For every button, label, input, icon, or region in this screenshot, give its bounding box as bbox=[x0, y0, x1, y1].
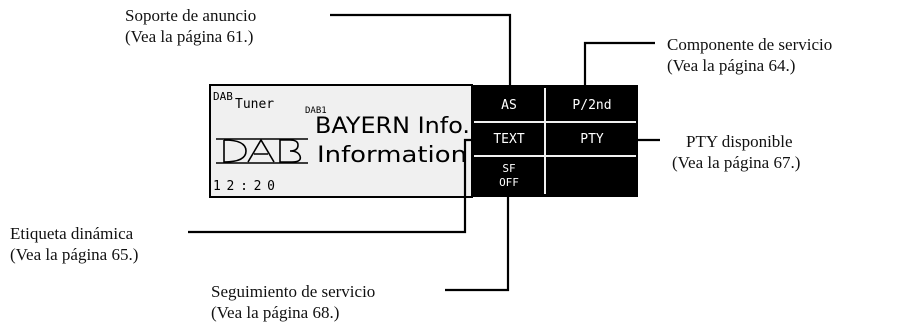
callout-componente: Componente de servicio (Vea la página 64… bbox=[667, 34, 832, 76]
dab-logo bbox=[216, 138, 308, 164]
label-text: Information bbox=[317, 143, 467, 168]
button-as[interactable]: AS bbox=[501, 98, 517, 113]
clock: 12:20 bbox=[213, 179, 275, 194]
callout-componente-ref: (Vea la página 64.) bbox=[667, 56, 796, 75]
channel-label: DAB1 bbox=[305, 106, 327, 116]
callout-seguimiento: Seguimiento de servicio (Vea la página 6… bbox=[211, 281, 375, 323]
callout-componente-title: Componente de servicio bbox=[667, 35, 833, 54]
tuner-label: Tuner bbox=[235, 97, 274, 112]
callout-soporte: Soporte de anuncio (Vea la página 61.) bbox=[125, 5, 256, 47]
callout-seguimiento-title: Seguimiento de servicio bbox=[211, 282, 376, 301]
button-grid bbox=[472, 85, 638, 197]
leader-seguimiento bbox=[445, 188, 510, 292]
leader-soporte bbox=[330, 13, 512, 95]
callout-pty-title: PTY disponible bbox=[686, 132, 793, 151]
callout-pty-ref: (Vea la página 67.) bbox=[672, 153, 801, 172]
callout-etiqueta-title: Etiqueta dinámica bbox=[10, 224, 134, 243]
leader-componente bbox=[583, 41, 655, 95]
callout-pty: PTY disponible (Vea la página 67.) bbox=[672, 131, 800, 173]
callout-soporte-ref: (Vea la página 61.) bbox=[125, 27, 254, 46]
service-name: BAYERN Info. bbox=[315, 114, 470, 139]
leader-lines bbox=[188, 13, 660, 292]
callout-seguimiento-ref: (Vea la página 68.) bbox=[211, 303, 340, 322]
button-sf-line2[interactable]: OFF bbox=[499, 176, 519, 189]
button-text[interactable]: TEXT bbox=[493, 132, 524, 147]
callout-etiqueta-ref: (Vea la página 65.) bbox=[10, 245, 139, 264]
lcd-panel bbox=[209, 84, 473, 198]
leader-etiqueta bbox=[188, 138, 480, 234]
callout-etiqueta: Etiqueta dinámica (Vea la página 65.) bbox=[10, 223, 138, 265]
button-p2nd[interactable]: P/2nd bbox=[572, 98, 611, 113]
button-pty[interactable]: PTY bbox=[580, 132, 604, 147]
button-sf-line1[interactable]: SF bbox=[502, 162, 515, 175]
source-label: DAB bbox=[213, 90, 233, 103]
callout-soporte-title: Soporte de anuncio bbox=[125, 6, 257, 25]
